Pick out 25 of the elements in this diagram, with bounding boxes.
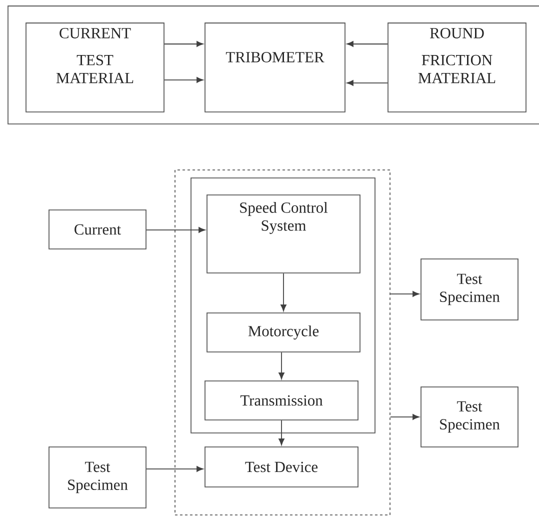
arrow [278,420,284,446]
process-box: TRIBOMETER [204,22,346,112]
arrow [164,41,204,47]
frame-box [8,6,539,124]
arrow [390,291,420,297]
arrow [146,227,206,233]
frame-box [190,178,376,434]
process-box: CURRENT TEST MATERIAL [26,22,164,112]
process-box: Test Specimen [48,446,146,508]
arrow [346,80,388,86]
arrow [278,352,284,380]
process-box: Test Specimen [420,386,518,448]
arrow [280,273,286,312]
process-box: Test Device [204,446,358,488]
process-box: ROUND FRICTION MATERIAL [388,22,526,112]
process-box: Transmission [204,380,358,420]
arrow [146,466,204,472]
arrow [390,414,420,420]
process-box: Motorcycle [206,312,360,352]
process-box: Current [48,210,146,250]
process-box: Speed Control System [206,194,360,274]
dashed-frame [174,170,390,516]
arrow [346,41,388,47]
process-box: Test Specimen [420,258,518,320]
arrow [164,77,204,83]
